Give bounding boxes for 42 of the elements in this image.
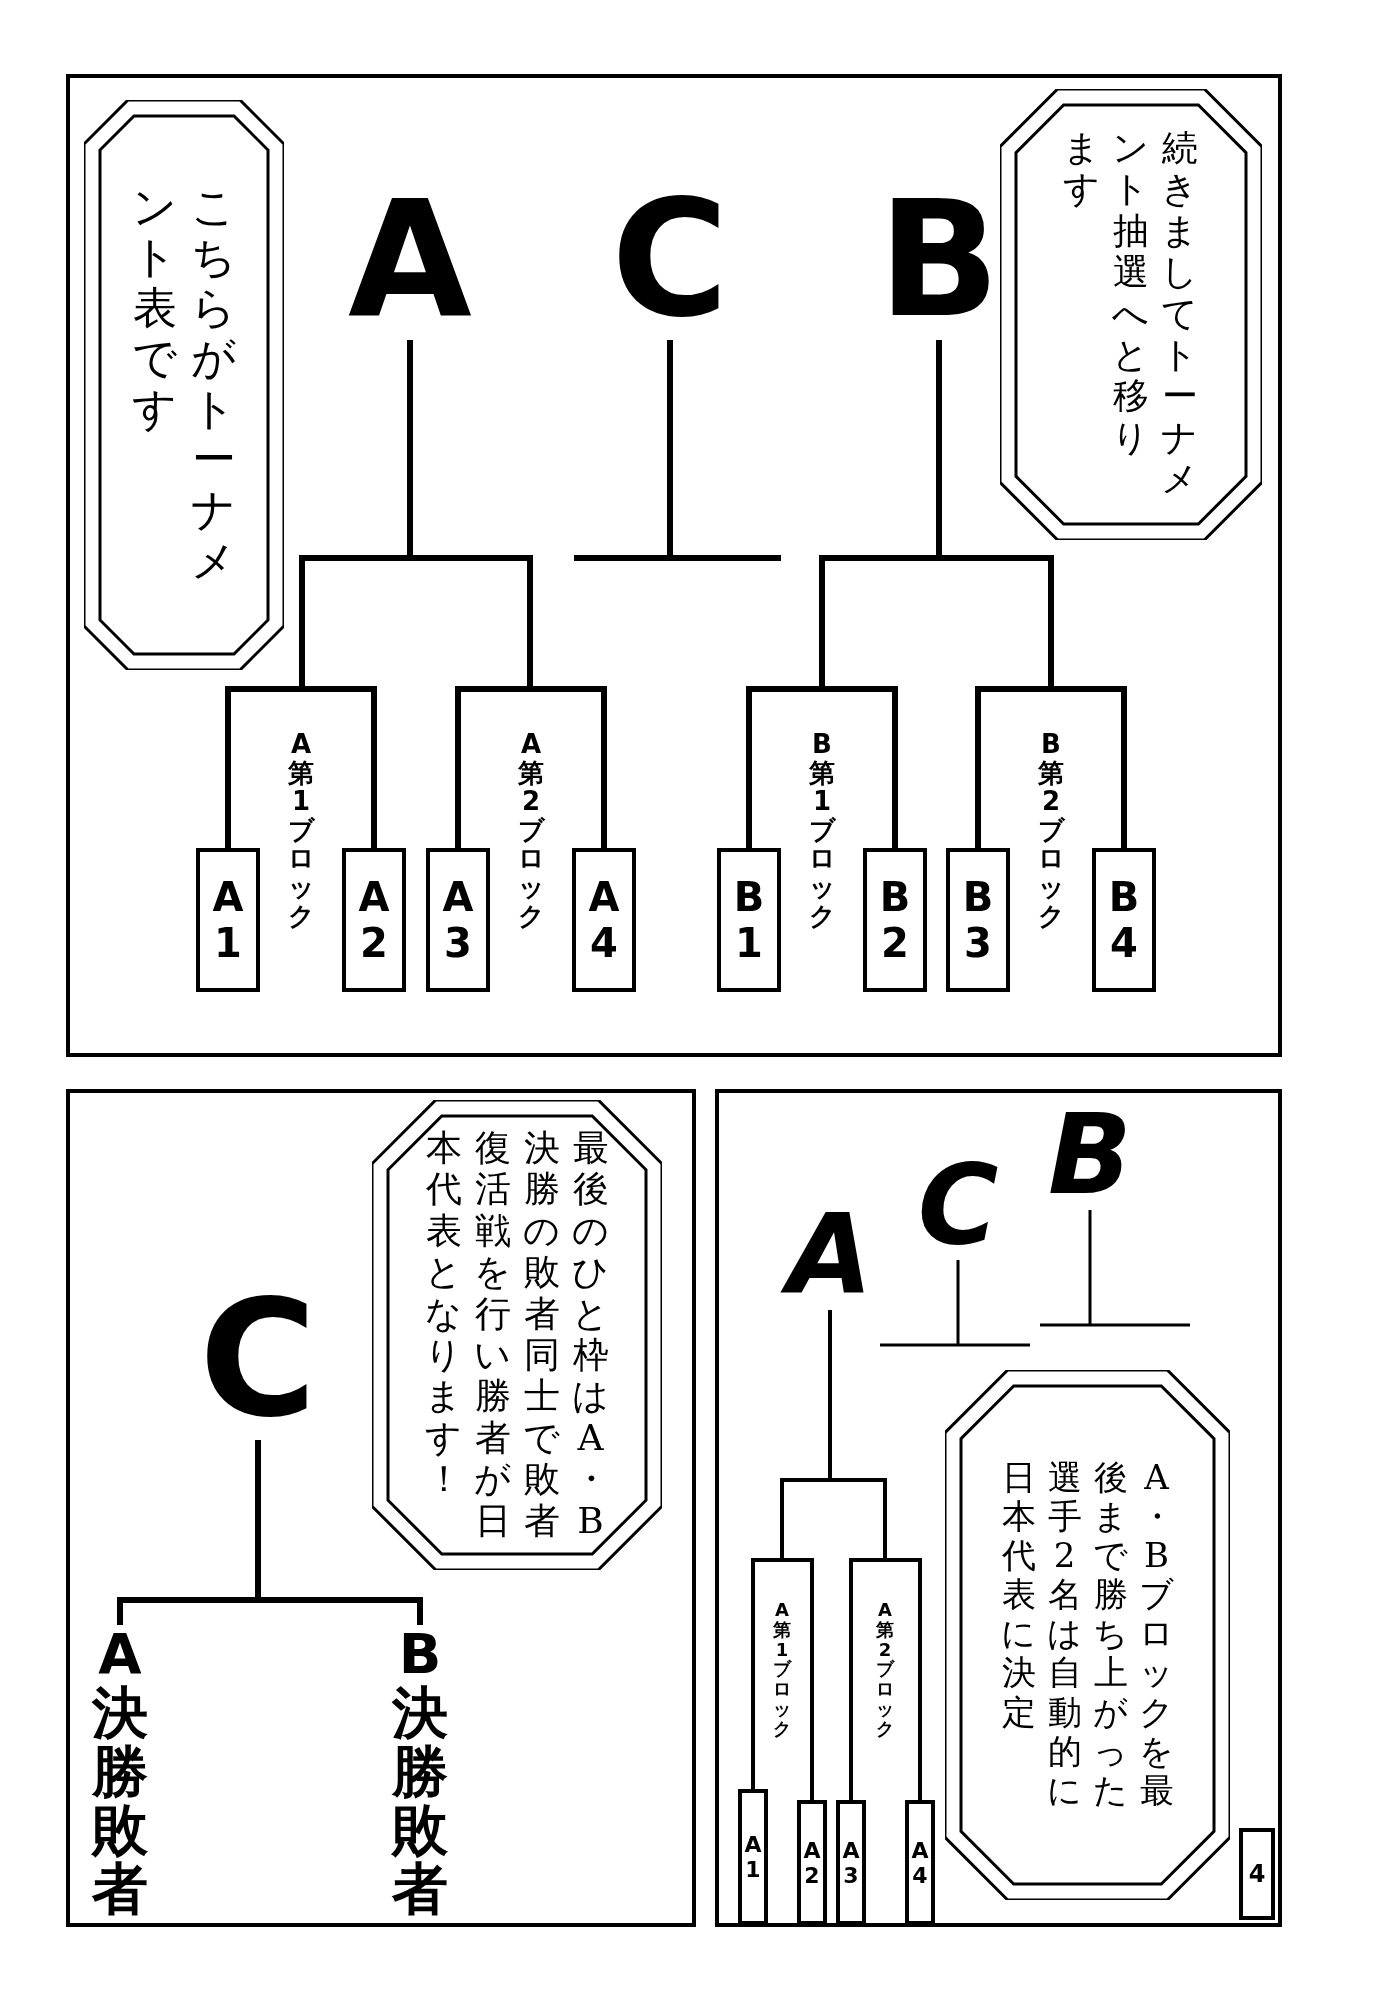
bracket-heading: B <box>1035 1100 1145 1210</box>
entry-box: 4 <box>1239 1828 1275 1920</box>
bracket-slot-label: A決勝敗者 <box>92 1625 148 1919</box>
speech-bubble <box>945 1370 1230 1900</box>
bracket-line <box>828 1310 922 1800</box>
bracket-heading: B <box>859 180 1019 340</box>
entry-box: A2 <box>797 1800 827 1925</box>
entry-box: A3 <box>836 1800 866 1925</box>
entry-box: A4 <box>905 1800 935 1925</box>
speech-bubble <box>1000 89 1262 540</box>
bubble-text: 続きましてトーナメント抽選へと移ります <box>1064 127 1198 502</box>
bracket-heading: C <box>178 1280 338 1440</box>
entry-box: A1 <box>738 1789 768 1925</box>
entry-box: B3 <box>946 848 1010 992</box>
bracket-line <box>667 340 673 558</box>
bracket-heading: A <box>330 180 490 340</box>
entry-box: A1 <box>196 848 260 992</box>
bubble-text: こちらがトーナメント表です <box>132 181 236 588</box>
bubble-text: 最後のひと枠はA・B決勝の敗者同士で敗者復活戦を行い勝者が日本代表となります！ <box>425 1127 609 1543</box>
bracket-heading: A <box>775 1200 885 1310</box>
block-label: A第1ブロック <box>288 730 314 931</box>
bracket-line <box>956 1260 960 1345</box>
block-label: A第2ブロック <box>518 730 544 931</box>
bracket-line <box>936 340 1127 848</box>
bracket-line <box>407 340 607 848</box>
entry-box: B4 <box>1092 848 1156 992</box>
block-label: B第1ブロック <box>809 730 835 931</box>
block-label: A第1ブロック <box>773 1600 791 1739</box>
bracket-slot-label: B決勝敗者 <box>392 1625 448 1919</box>
bracket-heading: C <box>590 180 750 340</box>
entry-box: A4 <box>572 848 636 992</box>
bracket-line <box>1088 1210 1092 1325</box>
entry-box: B2 <box>863 848 927 992</box>
block-label: B第2ブロック <box>1038 730 1064 931</box>
entry-box: B1 <box>717 848 781 992</box>
entry-box: A3 <box>426 848 490 992</box>
bracket-heading: C <box>903 1150 1013 1260</box>
speech-bubble <box>372 1100 662 1570</box>
block-label: A第2ブロック <box>876 1600 894 1739</box>
speech-bubble <box>84 100 284 670</box>
entry-box: A2 <box>342 848 406 992</box>
bubble-text: A・Bブロックを最後まで勝ち上がった選手2名は自動的に日本代表に決定 <box>1001 1458 1174 1812</box>
